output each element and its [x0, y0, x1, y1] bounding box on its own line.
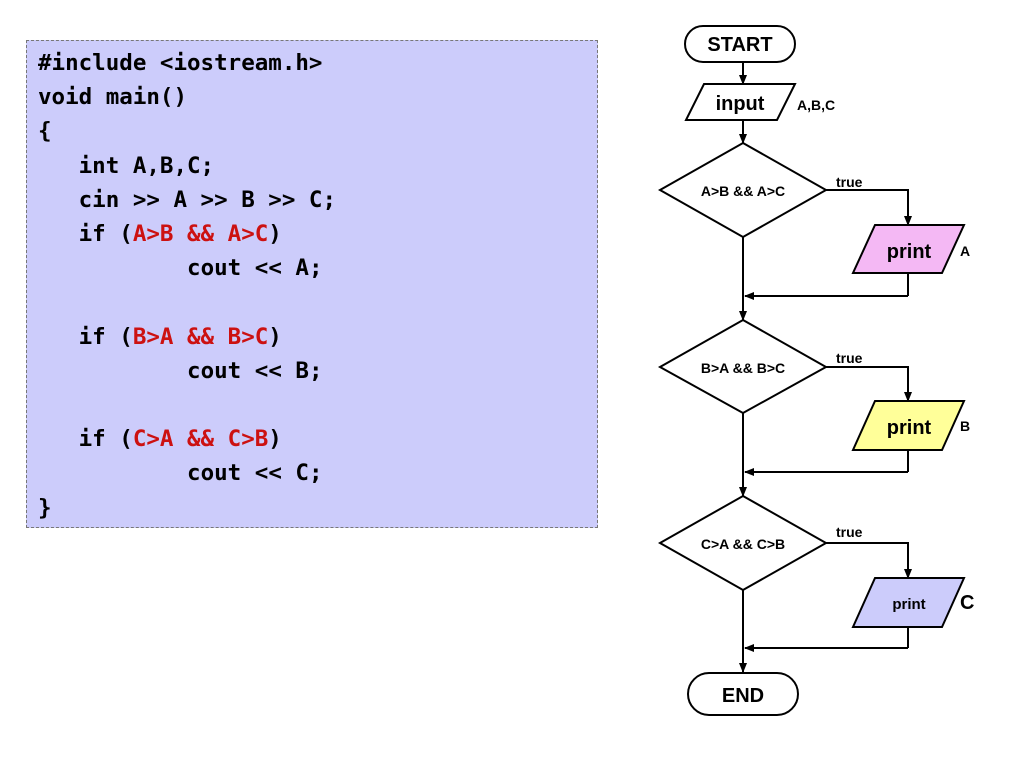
connector-line: [826, 366, 912, 402]
code-line: int A,B,C;: [79, 149, 214, 183]
code-line: }: [38, 491, 52, 525]
code-token: cout << B;: [187, 357, 323, 384]
input-vars-label: A,B,C: [797, 97, 835, 113]
true-label-1: true: [836, 174, 863, 190]
print-var-2: B: [960, 418, 970, 434]
code-line: void main(): [38, 80, 187, 114]
code-listing: #include <iostream.h> void main() { int A,B…: [26, 40, 598, 528]
print-var-3: C: [960, 592, 974, 614]
connector-line: [826, 189, 912, 226]
code-token: }: [38, 494, 52, 521]
code-line: {: [38, 114, 52, 148]
code-line: #include <iostream.h>: [38, 46, 322, 80]
code-condition: A>B && A>C: [132, 221, 269, 247]
code-condition: C>A && C>B: [132, 426, 269, 453]
code-token: ): [268, 221, 282, 247]
code-token: ): [268, 323, 282, 350]
code-token: ): [268, 426, 282, 453]
code-token: {: [38, 118, 52, 145]
true-label-2: true: [836, 350, 863, 366]
decision-diamond-1: [657, 141, 829, 239]
code-line: cout << B;: [187, 354, 322, 388]
code-line: if (A>B && A>C): [79, 217, 282, 251]
code-line: cout << C;: [187, 456, 322, 490]
end-label: END: [722, 685, 764, 707]
decision-diamond-2: [657, 318, 829, 415]
start-label: START: [707, 34, 772, 56]
print-label-2: print: [887, 417, 932, 439]
code-line: if (C>A && C>B): [79, 422, 282, 456]
true-label-3: true: [836, 524, 863, 540]
condition-label-3: C>A && C>B: [701, 536, 785, 552]
code-token: cout << C;: [187, 460, 323, 487]
code-token: cin >> A >> B >> C;: [78, 186, 337, 213]
condition-label-2: B>A && B>C: [701, 360, 785, 376]
print-parallelogram-3: [851, 577, 966, 628]
code-token: int A,B,C;: [78, 152, 215, 179]
code-line: cout << A;: [187, 251, 322, 285]
code-token: if (: [78, 323, 133, 350]
condition-label-1: A>B && A>C: [701, 183, 785, 199]
code-line: if (B>A && B>C): [79, 320, 282, 354]
connector-line: [826, 542, 912, 579]
print-parallelogram-2: [851, 400, 966, 451]
start-terminal: [684, 25, 796, 63]
end-terminal: [687, 672, 799, 716]
code-token: #include <iostream.h>: [38, 50, 323, 76]
code-line: cin >> A >> B >> C;: [79, 183, 336, 217]
print-var-1: A: [960, 243, 970, 259]
code-token: if (: [78, 426, 133, 453]
code-token: cout << A;: [187, 255, 323, 282]
code-token: if (: [78, 221, 133, 247]
code-condition: B>A && B>C: [132, 323, 269, 350]
print-parallelogram-1: [851, 224, 966, 274]
code-token: void main(): [38, 84, 188, 111]
print-label-3: print: [892, 596, 925, 613]
input-parallelogram: [684, 83, 797, 121]
input-label: input: [716, 93, 765, 115]
decision-diamond-3: [657, 494, 829, 592]
print-label-1: print: [887, 241, 932, 263]
